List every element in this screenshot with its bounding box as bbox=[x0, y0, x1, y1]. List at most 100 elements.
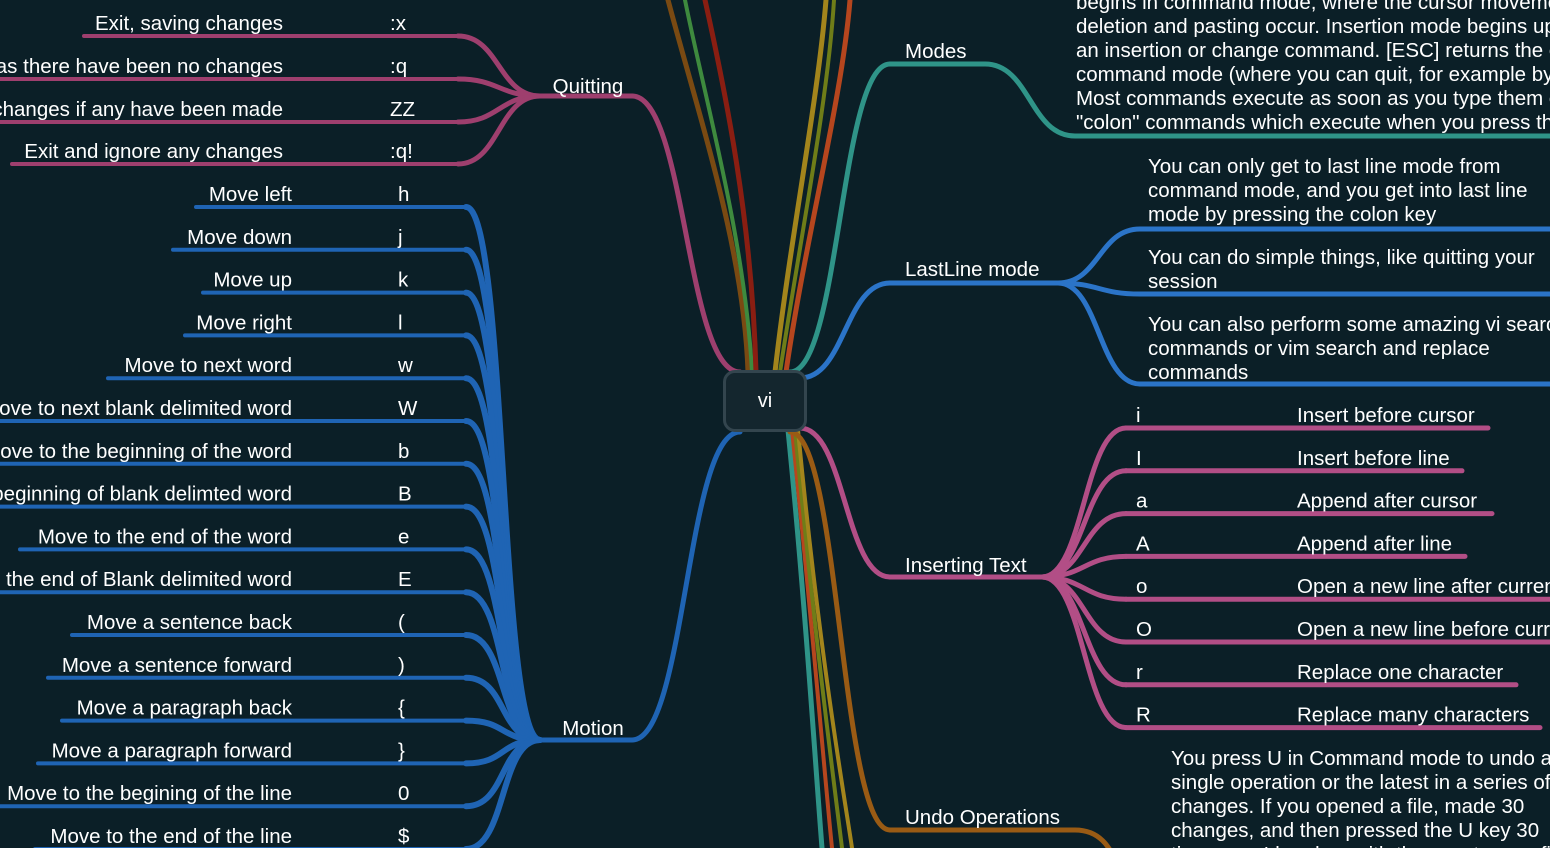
branch-underline-undo bbox=[887, 827, 1112, 848]
motion-item-key[interactable]: ( bbox=[398, 611, 405, 634]
undo-description-line[interactable]: times, you'd end up with the exact same … bbox=[1171, 843, 1550, 848]
leaf-connector-quitting bbox=[455, 93, 543, 167]
branch-connector-offscreen bbox=[702, 0, 759, 375]
motion-item-key[interactable]: b bbox=[398, 440, 409, 463]
inserting-item-description[interactable]: Insert before cursor bbox=[1297, 404, 1475, 427]
inserting-item-key[interactable]: I bbox=[1136, 447, 1142, 470]
quitting-item-description[interactable]: Exit as long as there have been no chang… bbox=[0, 55, 283, 78]
branch-label-quitting[interactable]: Quitting bbox=[553, 75, 624, 98]
motion-item-description[interactable]: Move to the end of Blank delimited word bbox=[0, 568, 292, 591]
leaf-connector-quitting bbox=[455, 76, 543, 99]
inserting-item-description[interactable]: Open a new line before current line bbox=[1297, 618, 1550, 641]
branch-label-inserting[interactable]: Inserting Text bbox=[905, 554, 1027, 577]
note-connector-lastline bbox=[1055, 226, 1143, 286]
inserting-item-description[interactable]: Insert before line bbox=[1297, 447, 1450, 470]
branch-connector-offscreen bbox=[772, 0, 829, 375]
branch-label-lastline[interactable]: LastLine mode bbox=[905, 258, 1039, 281]
quitting-item-key[interactable]: ZZ bbox=[390, 98, 415, 121]
motion-item-description[interactable]: Move to the beginning of blank delimted … bbox=[0, 483, 292, 506]
motion-item-key[interactable]: w bbox=[397, 354, 413, 377]
motion-item-description[interactable]: Move a sentence back bbox=[87, 611, 293, 634]
motion-item-key[interactable]: } bbox=[398, 739, 405, 762]
motion-item-key[interactable]: k bbox=[398, 269, 409, 292]
lastline-note-line[interactable]: You can do simple things, like quitting … bbox=[1148, 246, 1535, 269]
motion-item-description[interactable]: Move to the begining of the line bbox=[7, 782, 292, 805]
inserting-item-key[interactable]: a bbox=[1136, 490, 1148, 513]
motion-item-description[interactable]: Move right bbox=[196, 311, 292, 334]
quitting-item-description[interactable]: Exit, saving changes bbox=[95, 12, 283, 35]
motion-item-description[interactable]: Move down bbox=[187, 226, 292, 249]
inserting-item-description[interactable]: Replace one character bbox=[1297, 661, 1503, 684]
motion-item-description[interactable]: Move to next word bbox=[125, 354, 293, 377]
root-label: vi bbox=[757, 389, 773, 412]
motion-item-description[interactable]: Move to the beginning of the word bbox=[0, 440, 292, 463]
motion-item-key[interactable]: W bbox=[398, 397, 418, 420]
lastline-note-line[interactable]: commands or vim search and replace bbox=[1148, 337, 1490, 360]
root-node[interactable]: vi bbox=[723, 370, 807, 432]
motion-item-key[interactable]: e bbox=[398, 525, 409, 548]
motion-item-description[interactable]: Move up bbox=[213, 269, 292, 292]
inserting-item-key[interactable]: R bbox=[1136, 704, 1151, 727]
inserting-item-key[interactable]: r bbox=[1136, 661, 1143, 684]
branch-connector-quitting bbox=[629, 93, 743, 375]
modes-description-line[interactable]: command mode (where you can quit, for ex… bbox=[1076, 63, 1550, 86]
undo-description-line[interactable]: changes. If you opened a file, made 30 bbox=[1171, 795, 1524, 818]
lastline-note-line[interactable]: commands bbox=[1148, 361, 1248, 384]
modes-description-line[interactable]: deletion and pasting occur. Insertion mo… bbox=[1076, 15, 1550, 38]
note-connector-modes bbox=[982, 61, 1550, 139]
quitting-item-key[interactable]: :q bbox=[390, 55, 407, 78]
motion-item-description[interactable]: Move a paragraph back bbox=[77, 697, 293, 720]
modes-description-line[interactable]: an insertion or change command. [ESC] re… bbox=[1076, 39, 1550, 62]
modes-description-line[interactable]: Most commands execute as soon as you typ… bbox=[1076, 87, 1550, 110]
undo-description-line[interactable]: single operation or the latest in a seri… bbox=[1171, 771, 1550, 794]
inserting-item-key[interactable]: o bbox=[1136, 575, 1147, 598]
motion-item-key[interactable]: l bbox=[398, 311, 403, 334]
branch-connector-lastline bbox=[797, 280, 893, 381]
motion-item-description[interactable]: Move a paragraph forward bbox=[52, 739, 292, 762]
modes-description-line[interactable]: begins in command mode, where the cursor… bbox=[1076, 0, 1550, 14]
motion-item-description[interactable]: Move a sentence forward bbox=[62, 654, 292, 677]
motion-item-key[interactable]: j bbox=[397, 226, 403, 249]
modes-description-line[interactable]: "colon" commands which execute when you … bbox=[1076, 111, 1550, 134]
motion-item-key[interactable]: { bbox=[398, 697, 405, 720]
inserting-item-description[interactable]: Open a new line after current line bbox=[1297, 575, 1550, 598]
motion-item-key[interactable]: E bbox=[398, 568, 412, 591]
undo-description-line[interactable]: You press U in Command mode to undo a bbox=[1171, 747, 1550, 770]
motion-item-description[interactable]: Move to the end of the word bbox=[38, 525, 292, 548]
quitting-item-description[interactable]: Exit and save changes if any have been m… bbox=[0, 98, 283, 121]
motion-item-key[interactable]: $ bbox=[398, 825, 410, 848]
branch-connector-offscreen bbox=[785, 427, 825, 848]
branch-connector-offscreen bbox=[778, 0, 836, 374]
quitting-item-description[interactable]: Exit and ignore any changes bbox=[24, 140, 283, 163]
branch-label-modes[interactable]: Modes bbox=[905, 40, 967, 63]
leaf-connector-inserting bbox=[1039, 574, 1129, 688]
motion-item-key[interactable]: ) bbox=[398, 654, 405, 677]
lastline-note-line[interactable]: mode by pressing the colon key bbox=[1148, 203, 1437, 226]
lastline-note-line[interactable]: You can also perform some amazing vi sea… bbox=[1148, 313, 1550, 336]
motion-item-description[interactable]: Move to the end of the line bbox=[50, 825, 292, 848]
inserting-item-description[interactable]: Append after line bbox=[1297, 532, 1452, 555]
branch-label-undo[interactable]: Undo Operations bbox=[905, 806, 1060, 829]
quitting-item-key[interactable]: :q! bbox=[390, 140, 413, 163]
motion-item-key[interactable]: 0 bbox=[398, 782, 409, 805]
leaf-connector-inserting bbox=[1039, 574, 1129, 731]
branch-connector-offscreen bbox=[793, 428, 844, 848]
lastline-note-line[interactable]: session bbox=[1148, 270, 1218, 293]
inserting-item-key[interactable]: i bbox=[1136, 404, 1141, 427]
lastline-note-line[interactable]: You can only get to last line mode from bbox=[1148, 155, 1501, 178]
inserting-item-key[interactable]: A bbox=[1136, 532, 1150, 555]
motion-item-description[interactable]: Move to next blank delimited word bbox=[0, 397, 292, 420]
undo-description-line[interactable]: changes, and then pressed the U key 30 bbox=[1171, 819, 1539, 842]
lastline-note-line[interactable]: command mode, and you get into last line bbox=[1148, 179, 1527, 202]
motion-item-description[interactable]: Move left bbox=[209, 183, 292, 206]
quitting-item-key[interactable]: :x bbox=[390, 12, 407, 35]
leaf-connector-motion bbox=[463, 737, 543, 848]
inserting-item-description[interactable]: Replace many characters bbox=[1297, 704, 1529, 727]
branch-label-motion[interactable]: Motion bbox=[562, 717, 624, 740]
branch-connector-offscreen bbox=[665, 0, 751, 375]
inserting-item-description[interactable]: Append after cursor bbox=[1297, 490, 1477, 513]
motion-item-key[interactable]: h bbox=[398, 183, 409, 206]
motion-item-key[interactable]: B bbox=[398, 483, 412, 506]
inserting-item-key[interactable]: O bbox=[1136, 618, 1152, 641]
